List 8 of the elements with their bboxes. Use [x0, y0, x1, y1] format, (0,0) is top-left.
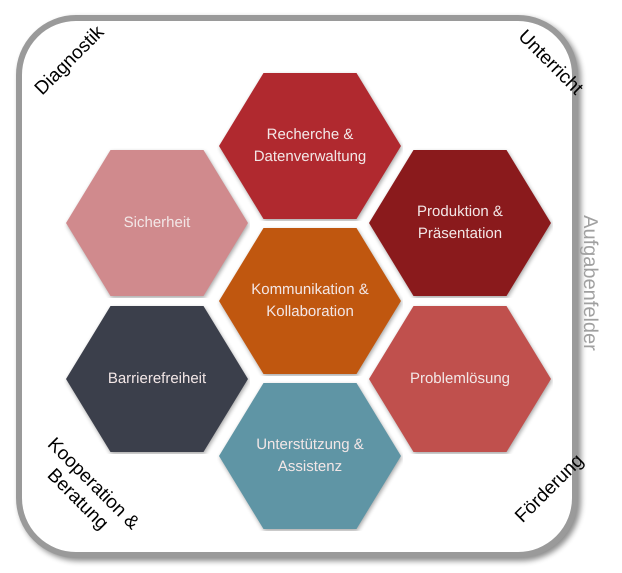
frame-heading: Aufgabenfelder — [578, 214, 602, 353]
hexagon-label: Problemlösung — [408, 369, 512, 389]
hexagon-label: Unterstützung & Assistenz — [255, 435, 365, 477]
hexagon-label: Sicherheit — [122, 213, 192, 233]
hexagon-label: Recherche & Datenverwaltung — [252, 125, 368, 167]
hexagon-label: Kommunikation & Kollaboration — [250, 280, 370, 322]
hexagon-label: Barrierefreiheit — [106, 369, 208, 389]
hexagon-label: Produktion & Präsentation — [416, 202, 504, 244]
